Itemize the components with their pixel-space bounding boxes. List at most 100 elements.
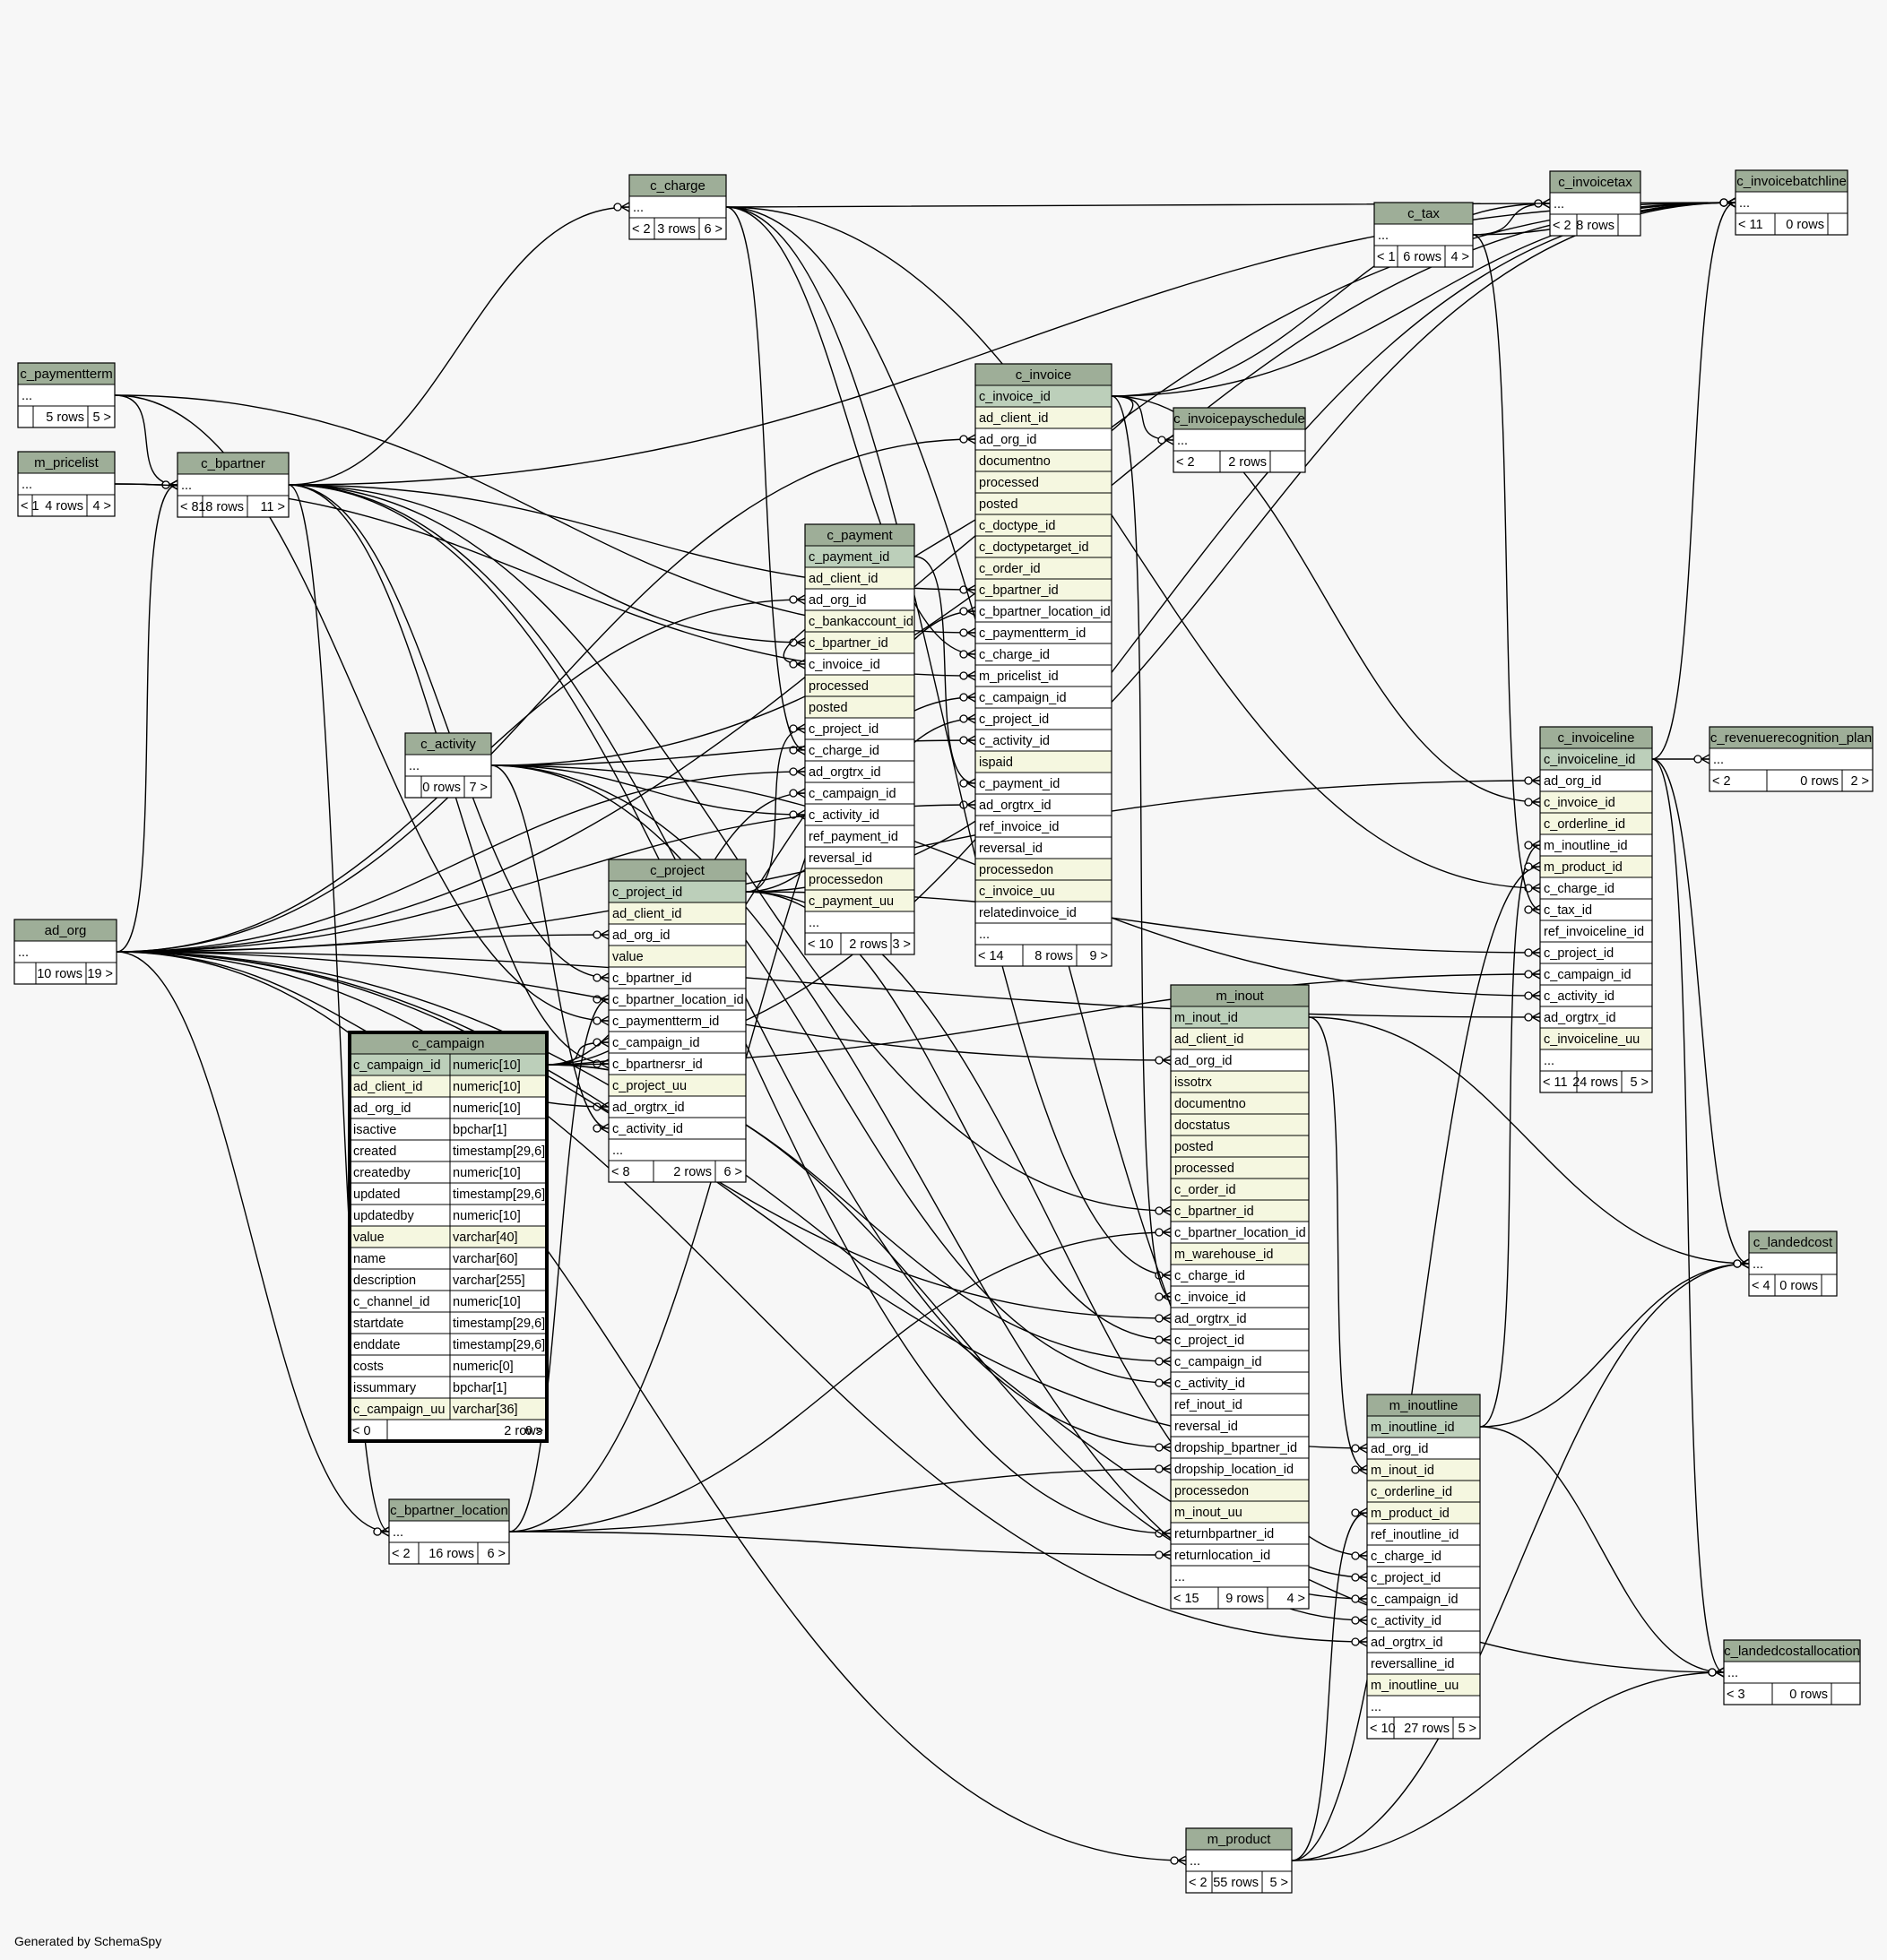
column-name: c_tax_id (1544, 903, 1592, 918)
column-name: ad_org_id (353, 1101, 411, 1116)
column-type: varchar[60] (453, 1252, 518, 1266)
relationship-line (1111, 395, 1172, 1298)
column-name: c_bpartner_id (612, 971, 692, 986)
table-stats-row (1173, 450, 1306, 473)
column-row (974, 600, 1112, 623)
child-count: 4 > (1286, 1592, 1305, 1606)
column-row (1170, 1156, 1310, 1179)
table-stats-row (17, 494, 116, 517)
table-c-invoice[interactable]: c_invoicec_invoice_idad_client_idad_org_… (974, 363, 1112, 967)
relationship-line (490, 764, 610, 1129)
child-count: 7 > (469, 781, 488, 795)
crows-foot-marker (1530, 990, 1541, 1001)
table-c-project[interactable]: c_projectc_project_idad_client_idad_org_… (608, 859, 747, 1183)
row-count: 0 rows (1800, 774, 1839, 789)
column-row (804, 911, 915, 934)
column-name: ad_org_id (1371, 1442, 1429, 1456)
parent-count: < 3 (1727, 1688, 1745, 1702)
column-type: varchar[40] (453, 1230, 518, 1245)
column-type: numeric[10] (453, 1058, 521, 1073)
column-row (608, 1074, 747, 1097)
table-stats-row (1723, 1682, 1861, 1705)
row-count: 4 rows (45, 499, 83, 514)
row-count: 2 rows (849, 937, 887, 952)
table-border (1173, 407, 1306, 473)
column-row (1539, 747, 1653, 771)
column-name: processedon (1174, 1484, 1249, 1498)
parent-count: < 2 (392, 1547, 411, 1561)
column-name: c_activity_id (1371, 1614, 1441, 1628)
optional-marker (959, 435, 968, 444)
table-border (1549, 170, 1641, 237)
child-count: 4 > (92, 499, 111, 514)
child-count: 11 > (260, 500, 285, 514)
parent-count: < 10 (1370, 1722, 1396, 1736)
parent-count: < 8 (611, 1165, 630, 1179)
column-row (804, 545, 915, 568)
crows-foot-marker (599, 929, 610, 940)
table-c-payment[interactable]: c_paymentc_payment_idad_client_idad_org_… (804, 523, 915, 955)
table-border (177, 452, 290, 518)
column-name: c_paymentterm_id (612, 1015, 719, 1029)
column-name: issummary (353, 1381, 417, 1395)
column-name: ... (181, 479, 192, 493)
optional-marker (1524, 776, 1533, 785)
column-row (1170, 1285, 1310, 1308)
column-name: ... (979, 928, 990, 942)
row-count: 9 rows (1225, 1592, 1264, 1606)
column-name: reversal_id (1174, 1420, 1238, 1434)
column-row (1170, 1307, 1310, 1330)
relationship-line (745, 728, 806, 893)
column-name: c_order_id (979, 562, 1041, 576)
table-title: m_pricelist (34, 455, 100, 471)
column-name: c_charge_id (1544, 882, 1614, 896)
relationship-line (725, 206, 806, 751)
column-row (1170, 1414, 1310, 1438)
crows-foot-marker (1161, 1055, 1172, 1066)
optional-marker (1157, 436, 1166, 445)
optional-marker (789, 724, 798, 733)
column-row (1170, 1049, 1310, 1072)
column-name: c_order_id (1174, 1183, 1236, 1197)
child-count: 3 > (892, 937, 911, 952)
crows-foot-marker (1530, 797, 1541, 807)
table-m-inoutline[interactable]: m_inoutlinem_inoutline_idad_org_idm_inou… (1366, 1394, 1481, 1740)
optional-marker (1351, 1637, 1360, 1646)
table-border (17, 451, 116, 517)
column-name: c_bpartner_id (979, 583, 1059, 598)
table-c-invoiceline[interactable]: c_invoicelinec_invoiceline_idad_org_idc_… (1539, 726, 1653, 1093)
table-header (1735, 169, 1848, 193)
table-border (17, 362, 116, 428)
table-stats-row (974, 944, 1112, 967)
column-name: c_project_id (1174, 1334, 1244, 1348)
crows-foot-marker (1530, 1012, 1541, 1023)
table-title: m_inout (1216, 989, 1264, 1004)
optional-marker (1155, 1228, 1164, 1237)
column-row (974, 750, 1112, 773)
column-name: ... (1713, 753, 1724, 767)
column-row (1170, 1350, 1310, 1373)
table-m-inout[interactable]: m_inoutm_inout_idad_client_idad_org_idis… (1170, 984, 1310, 1610)
column-row (1170, 1328, 1310, 1351)
column-row (1170, 1027, 1310, 1050)
column-row (1366, 1415, 1481, 1438)
relationship-line (1479, 1263, 1750, 1428)
row-count: 16 rows (428, 1547, 474, 1561)
optional-marker (959, 779, 968, 788)
